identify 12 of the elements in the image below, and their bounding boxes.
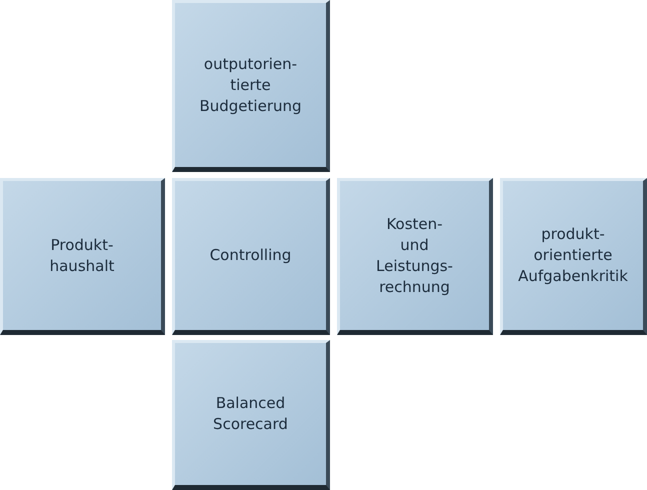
topic-tile bbox=[172, 178, 330, 335]
tile-label: Balanced Scorecard bbox=[212, 393, 289, 435]
topic-tile bbox=[500, 178, 647, 335]
topic-tile bbox=[0, 178, 165, 335]
tile-label: Kosten- und Leistungs- rechnung bbox=[375, 214, 454, 298]
tile-label: Produkt- haushalt bbox=[48, 234, 116, 276]
tile-label: outputorien- tierte Budgetierung bbox=[198, 54, 303, 116]
tile-label: Controlling bbox=[210, 245, 292, 266]
tile-label: produkt- orientierte Aufgabenkritik bbox=[517, 224, 629, 287]
topic-tile bbox=[172, 0, 330, 172]
topic-tile bbox=[337, 178, 493, 335]
topic-tile bbox=[172, 340, 330, 490]
